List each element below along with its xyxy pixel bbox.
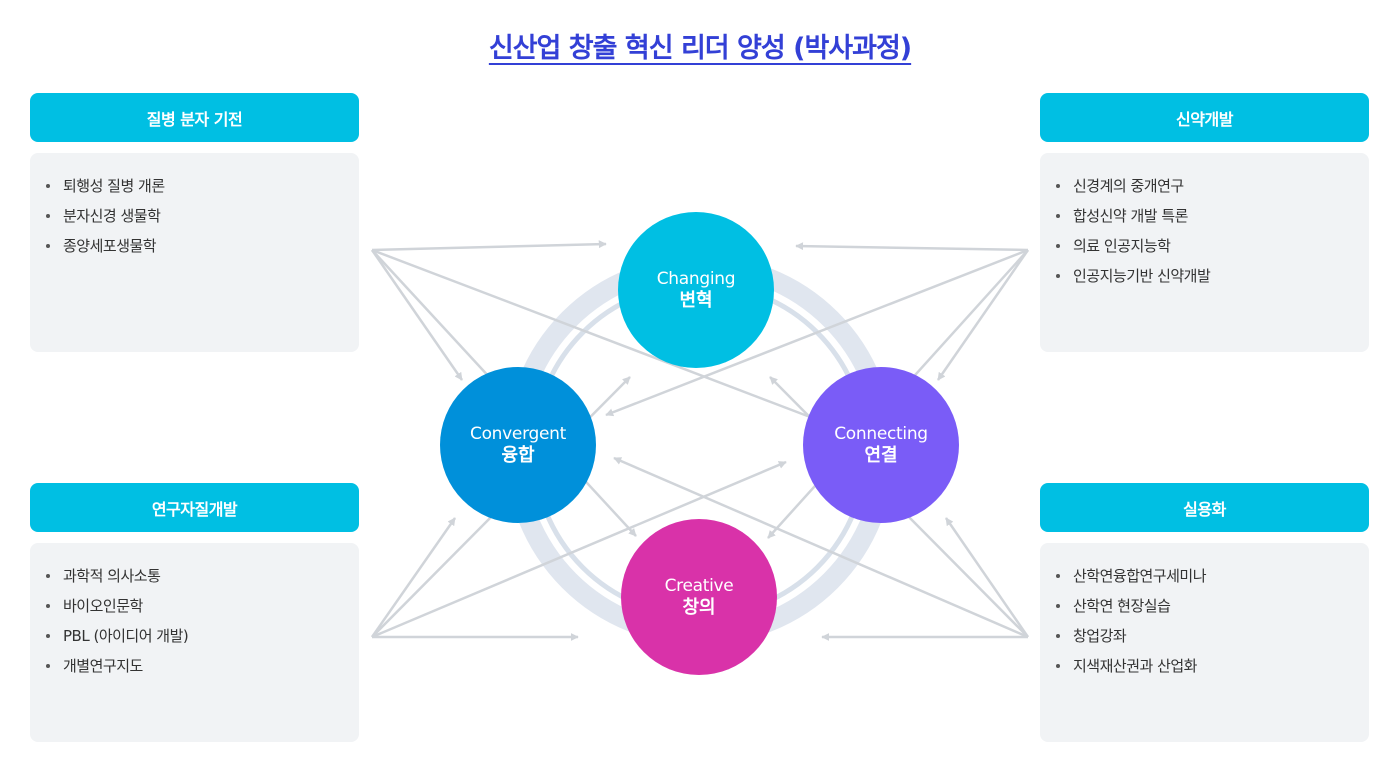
- circle-connecting-en: Connecting: [834, 424, 928, 444]
- arrow: [370, 517, 457, 638]
- arrow: [936, 249, 1030, 381]
- list-item: PBL (아이디어 개발): [46, 621, 343, 651]
- list-item: 분자신경 생물학: [46, 201, 343, 231]
- arrow: [371, 460, 787, 639]
- page-title: 신산업 창출 혁신 리더 양성 (박사과정): [0, 26, 1400, 65]
- box-header-label: 신약개발: [1176, 109, 1233, 129]
- arrow: [371, 248, 819, 422]
- arrow: [795, 242, 1029, 252]
- circle-convergent-en: Convergent: [470, 424, 566, 444]
- circle-changing: Changing 변혁: [618, 212, 774, 368]
- course-list: 신경계의 중개연구 합성신약 개발 특론 의료 인공지능학 인공지능기반 신약개…: [1056, 171, 1353, 291]
- circle-connecting-ko: 연결: [864, 445, 898, 466]
- arrow: [371, 240, 607, 252]
- list-item: 산학연융합연구세미나: [1056, 561, 1353, 591]
- circle-convergent-ko: 융합: [501, 445, 535, 466]
- list-item: 종양세포생물학: [46, 231, 343, 261]
- box-header-researcher-development: 연구자질개발: [30, 483, 359, 532]
- box-body-commercialization: 산학연융합연구세미나 산학연 현장실습 창업강좌 지색재산권과 산업화: [1040, 543, 1369, 742]
- box-header-commercialization: 실용화: [1040, 483, 1369, 532]
- circle-connecting: Connecting 연결: [803, 367, 959, 523]
- list-item: 인공지능기반 신약개발: [1056, 261, 1353, 291]
- arrow: [613, 456, 1029, 639]
- box-header-drug-development: 신약개발: [1040, 93, 1369, 142]
- box-header-label: 실용화: [1183, 499, 1226, 519]
- box-body-drug-development: 신경계의 중개연구 합성신약 개발 특론 의료 인공지능학 인공지능기반 신약개…: [1040, 153, 1369, 352]
- arrow: [605, 248, 1029, 417]
- list-item: 창업강좌: [1056, 621, 1353, 651]
- list-item: 개별연구지도: [46, 651, 343, 681]
- list-item: 산학연 현장실습: [1056, 591, 1353, 621]
- circle-changing-ko: 변혁: [679, 290, 713, 311]
- list-item: 신경계의 중개연구: [1056, 171, 1353, 201]
- circle-creative-ko: 창의: [682, 597, 716, 618]
- circle-creative: Creative 창의: [621, 519, 777, 675]
- page-title-text: 신산업 창출 혁신 리더 양성 (박사과정): [488, 33, 912, 64]
- list-item: 퇴행성 질병 개론: [46, 171, 343, 201]
- box-header-label: 연구자질개발: [151, 499, 238, 519]
- list-item: 의료 인공지능학: [1056, 231, 1353, 261]
- circle-convergent: Convergent 융합: [440, 367, 596, 523]
- course-list: 산학연융합연구세미나 산학연 현장실습 창업강좌 지색재산권과 산업화: [1056, 561, 1353, 681]
- course-list: 퇴행성 질병 개론 분자신경 생물학 종양세포생물학: [46, 171, 343, 261]
- circle-changing-en: Changing: [656, 269, 736, 289]
- course-list: 과학적 의사소통 바이오인문학 PBL (아이디어 개발) 개별연구지도: [46, 561, 343, 681]
- box-header-disease-mechanism: 질병 분자 기전: [30, 93, 359, 142]
- list-item: 바이오인문학: [46, 591, 343, 621]
- box-header-label: 질병 분자 기전: [146, 109, 243, 129]
- list-item: 합성신약 개발 특론: [1056, 201, 1353, 231]
- box-body-researcher-development: 과학적 의사소통 바이오인문학 PBL (아이디어 개발) 개별연구지도: [30, 543, 359, 742]
- circle-creative-en: Creative: [664, 576, 734, 596]
- arrow: [944, 517, 1030, 638]
- list-item: 지색재산권과 산업화: [1056, 651, 1353, 681]
- list-item: 과학적 의사소통: [46, 561, 343, 591]
- arrow: [370, 249, 464, 381]
- box-body-disease-mechanism: 퇴행성 질병 개론 분자신경 생물학 종양세포생물학: [30, 153, 359, 352]
